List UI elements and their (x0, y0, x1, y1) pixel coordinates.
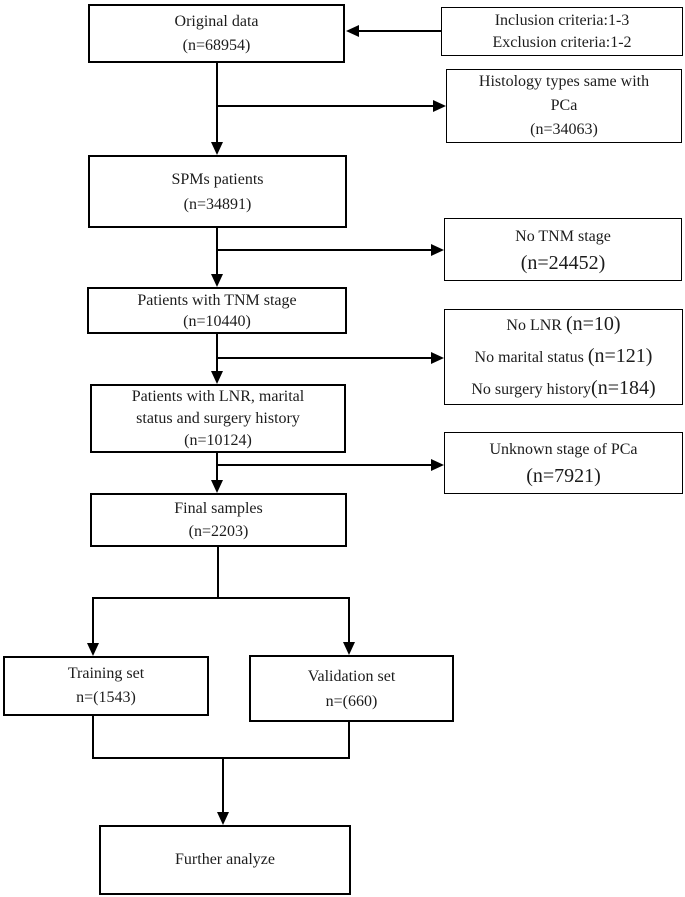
arrowhead-split-to-training (87, 643, 99, 656)
node-line: Patients with LNR, marital (131, 387, 305, 405)
node-line: (n=34063) (530, 121, 598, 138)
node-line: (n=68954) (182, 36, 251, 54)
node-line: Validation set (307, 667, 396, 685)
arrowhead-to-missing-excluded (431, 352, 444, 364)
arrowhead-spms-to-tnm (211, 274, 223, 287)
node-line: n=(660) (325, 692, 378, 710)
node-count: (n=121) (587, 345, 653, 367)
node-no-tnm-stage-excluded: No TNM stage (n=24452) (444, 218, 682, 281)
node-line: Training set (67, 665, 145, 682)
node-label: No surgery history (471, 381, 592, 398)
node-count: (n=7921) (526, 465, 601, 487)
node-line: No marital status (n=121) (475, 341, 653, 373)
node-line: Exclusion criteria:1-2 (492, 33, 632, 51)
arrowhead-to-histology-excluded (433, 100, 446, 112)
node-final-samples: Final samples (n=2203) (90, 493, 347, 547)
node-histology-excluded: Histology types same with PCa (n=34063) (446, 69, 682, 143)
node-line: Histology types same with (478, 73, 650, 90)
node-validation-set: Validation set n=(660) (249, 655, 454, 722)
node-line: Unknown stage of PCa (489, 441, 638, 458)
node-line: No surgery history(n=184) (471, 373, 655, 405)
node-line: Final samples (174, 500, 263, 517)
node-line: (n=10124) (184, 431, 252, 449)
node-line: No LNR (n=10) (506, 309, 620, 341)
node-line: PCa (550, 97, 578, 114)
arrowhead-to-no-tnm-excluded (431, 244, 444, 256)
node-training-set: Training set n=(1543) (3, 656, 209, 716)
node-unknown-stage-pca-excluded: Unknown stage of PCa (n=7921) (444, 432, 683, 494)
node-spms-patients: SPMs patients (n=34891) (88, 155, 347, 228)
node-line: (n=2203) (188, 523, 249, 540)
node-label: No marital status (474, 349, 588, 366)
node-count: (n=184) (591, 377, 656, 399)
node-count: (n=10) (565, 313, 621, 335)
arrowhead-merge-to-further-analyze (217, 812, 229, 825)
node-patients-with-lnr-marital-surgery: Patients with LNR, marital status and su… (90, 384, 346, 453)
arrowhead-original-to-spms (211, 142, 223, 155)
arrowhead-split-to-validation (343, 642, 355, 655)
arrowhead-to-unknown-stage-excluded (431, 459, 444, 471)
arrowhead-tnm-to-lnr (211, 371, 223, 384)
node-count: (n=24452) (520, 251, 606, 274)
node-line: (n=10440) (183, 312, 251, 330)
node-line: Original data (174, 12, 259, 30)
arrowhead-criteria-to-original (346, 25, 359, 37)
node-further-analyze: Further analyze (99, 825, 351, 895)
node-line: (n=34891) (183, 195, 252, 213)
node-label: No LNR (506, 317, 566, 334)
node-line: Further analyze (175, 851, 275, 868)
node-line: No TNM stage (515, 227, 611, 245)
node-inclusion-exclusion-criteria: Inclusion criteria:1-3 Exclusion criteri… (441, 7, 683, 56)
node-original-data: Original data (n=68954) (88, 4, 345, 63)
node-patients-with-tnm-stage: Patients with TNM stage (n=10440) (87, 287, 347, 334)
node-missing-data-excluded: No LNR (n=10) No marital status (n=121) … (444, 309, 683, 405)
node-line: Inclusion criteria:1-3 (494, 11, 630, 29)
node-line: n=(1543) (76, 689, 136, 706)
arrowhead-lnr-to-final (211, 480, 223, 493)
node-line: Patients with TNM stage (137, 291, 297, 309)
node-line: status and surgery history (136, 409, 300, 427)
node-line: SPMs patients (171, 170, 264, 188)
